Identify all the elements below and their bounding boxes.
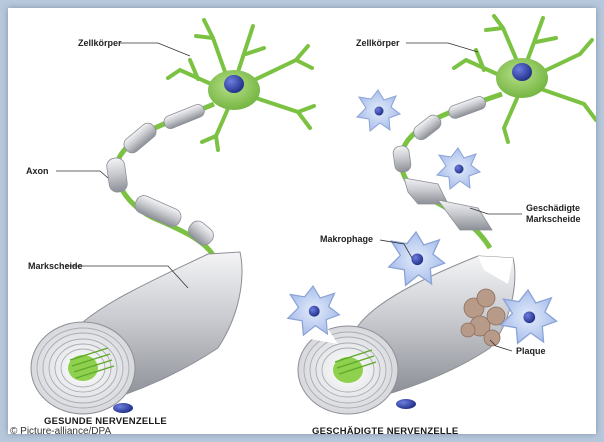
macrophage xyxy=(357,90,400,131)
label-damaged-sheath-line2: Markscheide xyxy=(526,214,581,225)
label-macrophage: Makrophage xyxy=(320,234,373,245)
label-plaque: Plaque xyxy=(516,346,546,357)
label-cell-body-healthy: Zellkörper xyxy=(78,38,122,49)
nerve-cell-illustration xyxy=(8,8,596,434)
healthy-neuron xyxy=(31,20,314,414)
caption-damaged: GESCHÄDIGTE NERVENZELLE xyxy=(312,426,458,434)
label-damaged-sheath-line1: Geschädigte xyxy=(526,203,580,214)
credit-text: © Picture-alliance/DPA xyxy=(10,426,111,434)
macrophage xyxy=(437,148,480,189)
label-myelin-sheath: Markscheide xyxy=(28,261,83,272)
label-axon: Axon xyxy=(26,166,49,177)
label-cell-body-damaged: Zellkörper xyxy=(356,38,400,49)
diagram-frame: Zellkörper Axon Markscheide Zellkörper G… xyxy=(8,8,596,434)
